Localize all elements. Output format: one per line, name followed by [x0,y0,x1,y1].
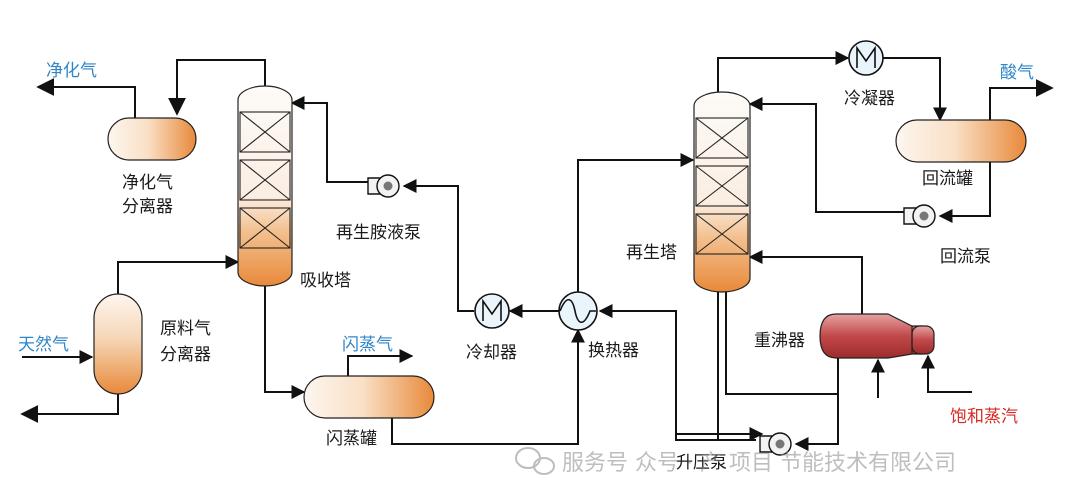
reflux-drum-label: 回流罐 [922,169,973,189]
regenerator-tower [693,91,751,293]
acid-gas-outlet-pipe [989,79,1054,124]
reboiler-vapour-return-pipe [748,250,863,314]
regenerator-overhead-pipe [717,51,850,95]
boost-pump-label: 升压泵 [676,453,727,473]
feed-separator-drain-pipe [20,392,119,423]
feed-separator-label-1: 原料气 [160,319,211,339]
watermark-text: 服务号 众号 · 产 项目 节能技术有限公司 [562,451,956,476]
feed-gas-separator-vessel [93,293,143,395]
cooler-exchanger-icon [474,293,510,329]
drum-to-reflux-pump-pipe [938,160,991,223]
watermark: 服务号 众号 · 产 项目 节能技术有限公司 [515,447,956,476]
reflux-pump-icon [903,204,936,228]
heat-exchanger-coil-icon [558,291,598,331]
exchanger-to-regenerator-pipe [577,153,695,292]
reboiler-shell [819,313,935,359]
lean-amine-pump-icon [367,174,400,198]
lean-amine-to-absorber-pipe [290,96,368,183]
boost-pump-icon [759,432,792,456]
regenerator-to-reboiler-pipe [725,290,839,395]
condenser-to-drum-pipe [882,57,947,122]
clean-gas-label: 净化气 [46,61,97,81]
acid-gas-label: 酸气 [1000,63,1034,83]
absorber-tower [237,85,293,287]
reflux-drum [895,119,1027,163]
regenerator-bottoms-pipe [675,290,764,441]
absorber-label: 吸收塔 [300,271,351,291]
clean-gas-separator-label-2: 分离器 [122,197,173,217]
cooler-label: 冷却器 [466,343,517,363]
natural-gas-label: 天然气 [18,335,69,355]
regenerator-label: 再生塔 [626,243,677,263]
condenser-label: 冷凝器 [844,89,895,109]
flash-tank-to-exchanger-pipe [391,328,585,445]
flash-gas-outlet-pipe [347,349,414,378]
reflux-pump-label: 回流泵 [940,247,991,267]
saturated-steam-label: 饱和蒸汽 [950,407,1018,427]
feed-separator-label-2: 分离器 [160,345,211,365]
rich-amine-to-flash-pipe [264,284,306,399]
wechat-logo-icon [515,447,555,475]
boost-pump-to-exchanger-pipe [600,310,756,441]
saturated-steam-inlet-pipe [921,354,972,393]
reflux-to-regenerator-pipe [748,97,904,213]
clean-gas-outlet-pipe [36,78,136,120]
labels: 净化气 净化气 分离器 天然气 原料气 分离器 吸收塔 闪蒸气 闪蒸罐 再生胺液… [18,61,1034,473]
reboiler-label: 重沸器 [754,331,805,351]
cooler-to-pump-pipe [402,179,474,312]
feed-gas-to-absorber-pipe [117,255,240,296]
flash-gas-label: 闪蒸气 [342,335,393,355]
flash-tank-label: 闪蒸罐 [326,429,377,449]
heat-exchanger-label: 换热器 [588,341,639,361]
absorber-overhead-pipe [168,59,266,116]
clean-gas-separator-drum [107,117,197,161]
clean-gas-separator-label-1: 净化气 [122,173,173,193]
flash-tank-drum [303,375,435,419]
reboiler-to-boost-pump-pipe [794,394,839,451]
lean-amine-pump-label: 再生胺液泵 [336,223,421,243]
condenser-exchanger-icon [848,40,884,76]
pipes [20,51,1054,451]
